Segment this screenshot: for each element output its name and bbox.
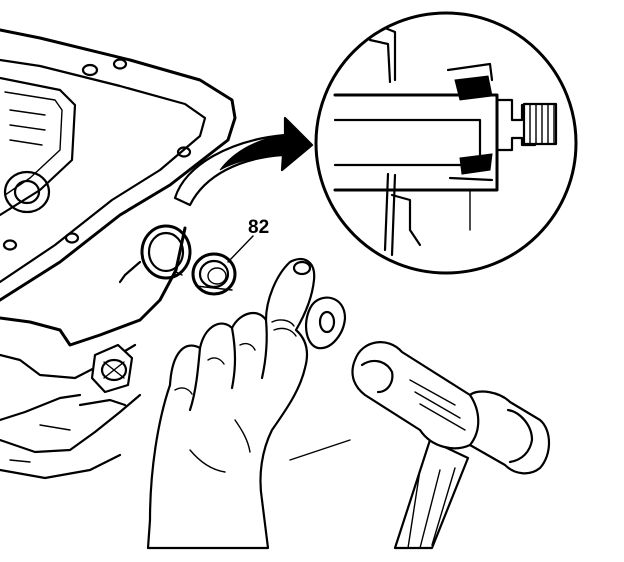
hand	[146, 257, 347, 550]
drain-plug	[90, 343, 134, 394]
detail-view	[314, 11, 578, 275]
seal-installer-tool	[304, 296, 347, 350]
callout-82: 82	[227, 217, 269, 263]
callout-label-82: 82	[248, 217, 269, 238]
oil-seal	[191, 252, 237, 296]
detail-arrow	[173, 116, 314, 207]
shaft-bore	[118, 224, 192, 284]
hammer	[351, 341, 551, 550]
housing-casting	[0, 28, 351, 480]
